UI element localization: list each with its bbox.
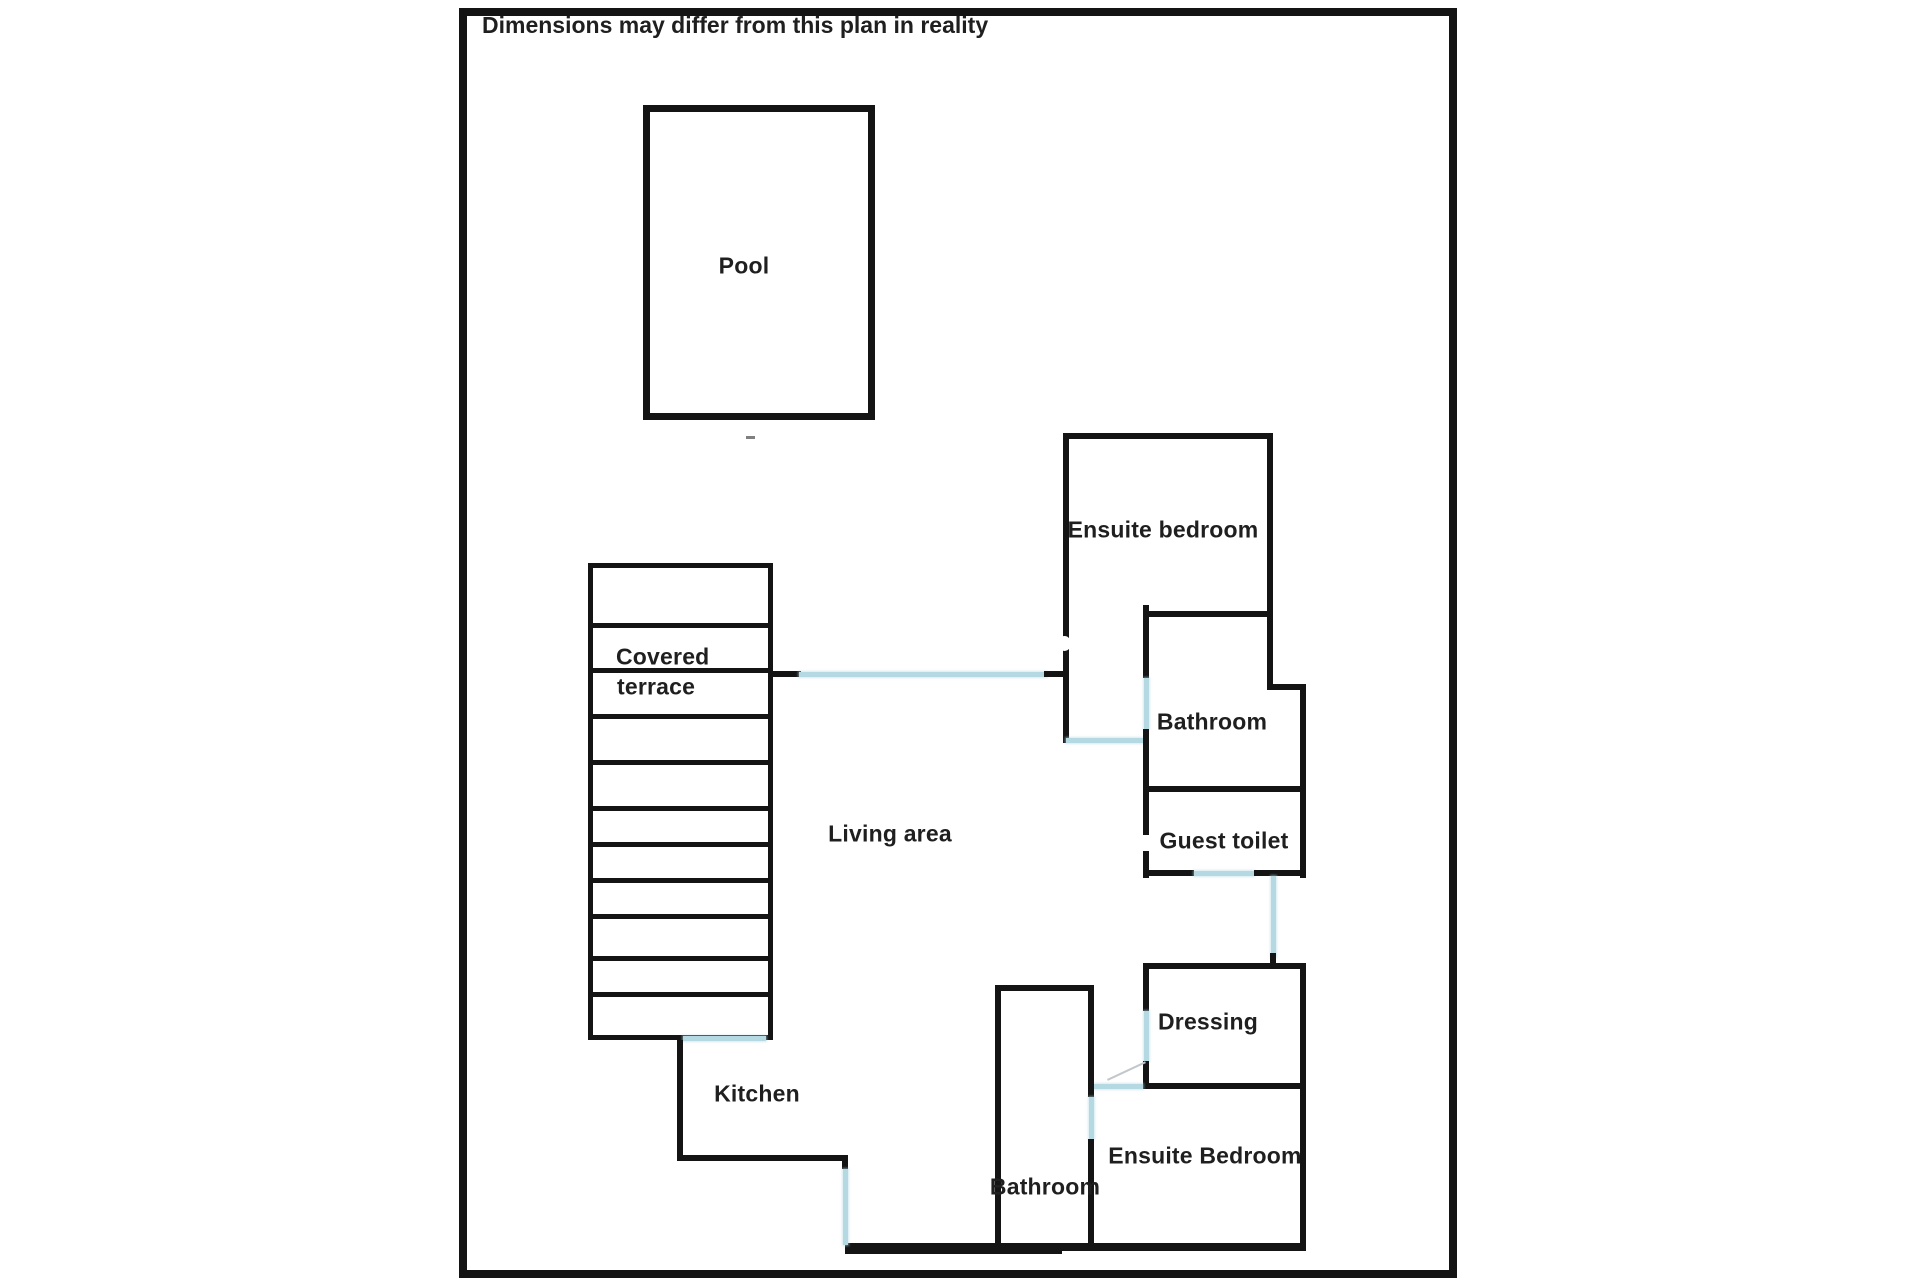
wall-right-long [1300,963,1306,1250]
bathroom-bottom-label: Bathroom [989,1173,1101,1200]
door-opening-terrace-kitchen [683,1036,766,1041]
wall-bathroom2-right-lower [1088,1139,1094,1247]
terrace-label-line2: terrace [617,673,696,700]
door-opening-ensuite-bottom-top [1094,1084,1143,1089]
wall-bathroom-guesttoilet-divider [1143,786,1306,792]
terrace-slat-line [590,668,771,673]
wall-tick-kitchen [842,1155,848,1169]
bathroom-top-label: Bathroom [1156,708,1268,735]
door-opening-guesttoilet [1194,871,1254,876]
wall-ensuite-right [1267,433,1273,690]
wall-dressing-top [1143,963,1306,969]
wall-bathroom2-right-upper [1088,985,1094,1097]
door-opening-bathroom2 [1089,1097,1094,1139]
wall-dressing-left-upper [1143,963,1149,1011]
terrace-slat-line [590,623,771,628]
terrace-slat-line [590,914,771,919]
terrace-slat-line [590,842,771,847]
wall-ensuite-step [1267,684,1306,690]
ensuite-bedroom-top-label: Ensuite bedroom [1067,516,1259,543]
wall-guesttoilet-left-upper [1143,792,1149,835]
wall-bathroom-left-lower [1143,729,1149,792]
wall-ensuite-left [1063,433,1069,743]
wall-bathroom-left-upper [1143,605,1149,678]
wall-notch [1058,636,1071,651]
wall-bottom-thick [845,1243,1062,1254]
kitchen-label: Kitchen [714,1080,800,1107]
wall-tick-terrace-right [773,671,801,677]
door-opening-kitchen [843,1169,848,1245]
living-area-label: Living area [828,820,952,847]
wall-guesttoilet-left-lower [1143,851,1149,878]
terrace-slat-line [590,806,771,811]
terrace-outline [588,563,773,1040]
wall-bathroom2-top [995,985,1094,991]
door-opening-living-area [799,672,1047,677]
terrace-slat-line [590,714,771,719]
terrace-slat-line [590,878,771,883]
stray-dash [746,436,755,439]
wall-tick-dressing-top [1270,953,1276,967]
plan-disclaimer: Dimensions may differ from this plan in … [482,12,989,38]
plan-border [459,8,1457,1278]
terrace-slat-line [590,992,771,997]
wall-guesttoilet-bottom-right [1254,870,1306,876]
terrace-slat-line [590,956,771,961]
wall-dressing-bottom [1143,1083,1306,1089]
door-opening-hall [1271,876,1276,957]
door-opening-dressing [1144,1011,1149,1061]
door-opening-bathroom-left [1144,678,1149,729]
wall-guesttoilet-bottom-left [1143,870,1194,876]
pool-label: Pool [718,252,770,279]
pool-outline [643,105,875,420]
ensuite-bedroom-bottom-label: Ensuite Bedroom [1108,1142,1302,1169]
terrace-slat-line [590,760,771,765]
wall-bathroom2-left [995,985,1001,1247]
guest-toilet-label: Guest toilet [1159,827,1289,854]
wall-bathroom-top [1143,611,1273,617]
wall-ensuite-top [1063,433,1273,439]
wall-bottom-long [845,1243,1306,1251]
wall-bathroom-right [1300,684,1306,878]
wall-kitchen-bottom [677,1155,848,1161]
wall-kitchen-left [677,1040,683,1161]
dressing-label: Dressing [1157,1008,1259,1035]
door-opening-ensuite-bottom [1066,738,1143,743]
terrace-label-line1: Covered [616,643,710,670]
wall-tick-ensuite-left [1044,671,1066,677]
wall-dressing-left-lower [1143,1061,1149,1089]
